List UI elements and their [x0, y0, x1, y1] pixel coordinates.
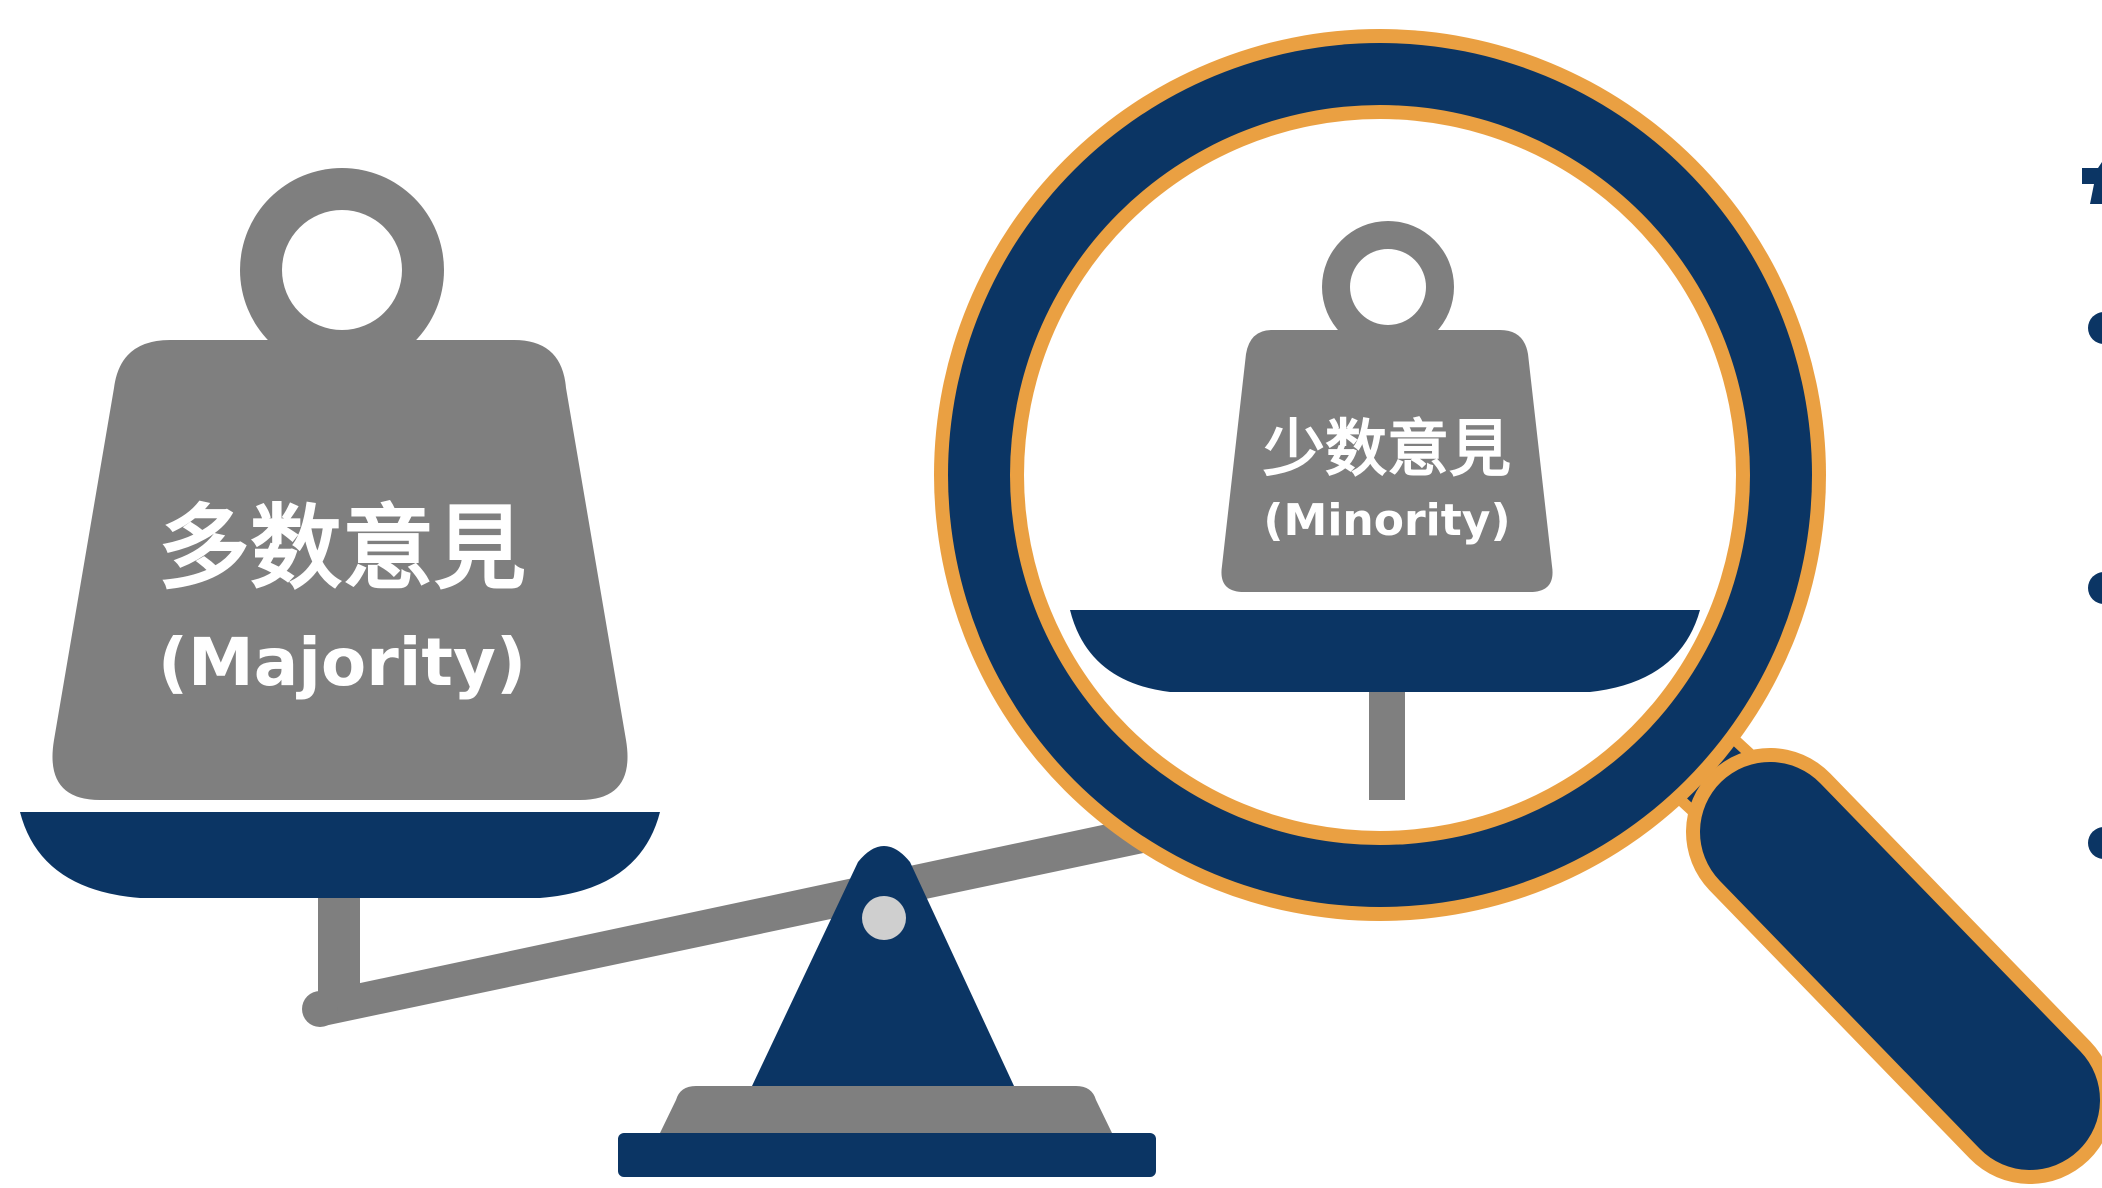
majority-label-jp: 多数意見: [158, 495, 526, 602]
bullet-3: [2088, 827, 2102, 859]
scale-base-top: [660, 1086, 1112, 1133]
minority-label-jp: 少数意見: [1263, 412, 1511, 485]
minority-pan: [1070, 610, 1700, 692]
bullet-2: [2088, 572, 2102, 604]
lens-content: 少数意見 (Minority): [1070, 221, 1700, 800]
majority-label-en: (Majority): [158, 624, 526, 701]
minority-weight-handle-hole: [1350, 249, 1426, 325]
minority-pan-post: [1369, 680, 1405, 800]
majority-weight: 多数意見 (Majority): [52, 168, 628, 800]
majority-weight-handle-hole: [282, 210, 402, 330]
minority-label-en: (Minority): [1263, 495, 1510, 546]
scale-base: [618, 1086, 1156, 1177]
scale-fulcrum: [752, 846, 1014, 1086]
fulcrum-pivot: [862, 896, 906, 940]
left-pan-assembly: [20, 812, 660, 1005]
fulcrum-triangle: [752, 846, 1014, 1086]
majority-weight-body: [52, 340, 628, 800]
left-pan: [20, 812, 660, 898]
left-pan-post: [318, 880, 360, 1005]
scale-base-bottom: [618, 1133, 1156, 1177]
cropped-heading-glyph: [2082, 162, 2102, 204]
right-edge-cropped-list: [2082, 162, 2102, 859]
bullet-1: [2088, 312, 2102, 344]
minority-weight-body: [1221, 330, 1553, 592]
